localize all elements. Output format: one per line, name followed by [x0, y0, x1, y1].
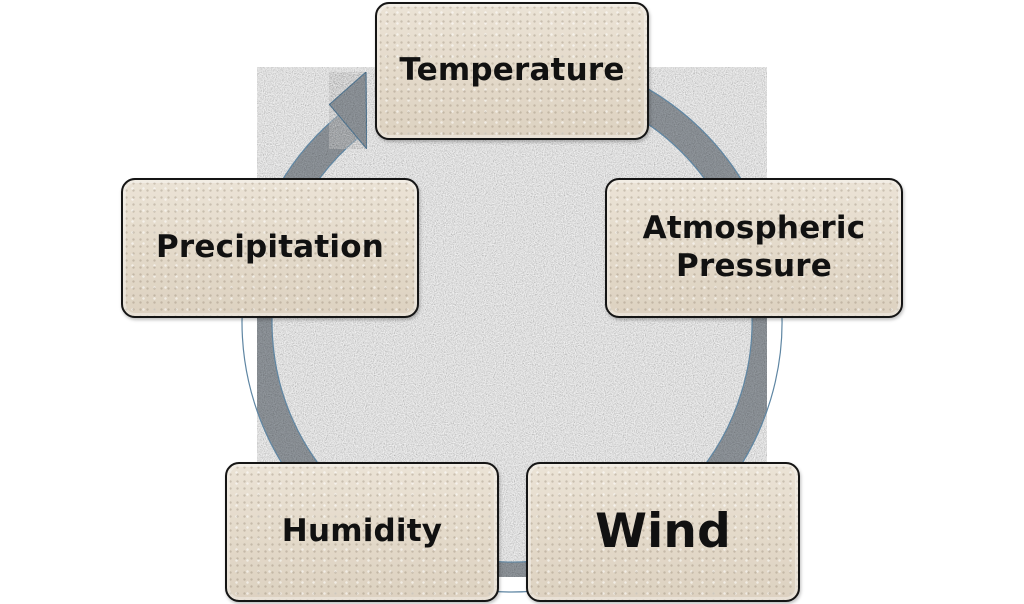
- node-wind-label: Wind: [595, 504, 731, 560]
- node-precipitation: Precipitation: [121, 178, 419, 318]
- node-temperature: Temperature: [375, 2, 649, 140]
- node-precipitation-label: Precipitation: [155, 229, 384, 266]
- node-humidity-label: Humidity: [281, 513, 443, 550]
- cycle-arrowhead: [328, 70, 368, 151]
- node-humidity: Humidity: [225, 462, 499, 602]
- node-temperature-label: Temperature: [399, 52, 625, 89]
- node-wind: Wind: [526, 462, 800, 602]
- node-atmospheric-pressure: Atmospheric Pressure: [605, 178, 903, 318]
- node-atmospheric-pressure-label: Atmospheric Pressure: [642, 210, 866, 284]
